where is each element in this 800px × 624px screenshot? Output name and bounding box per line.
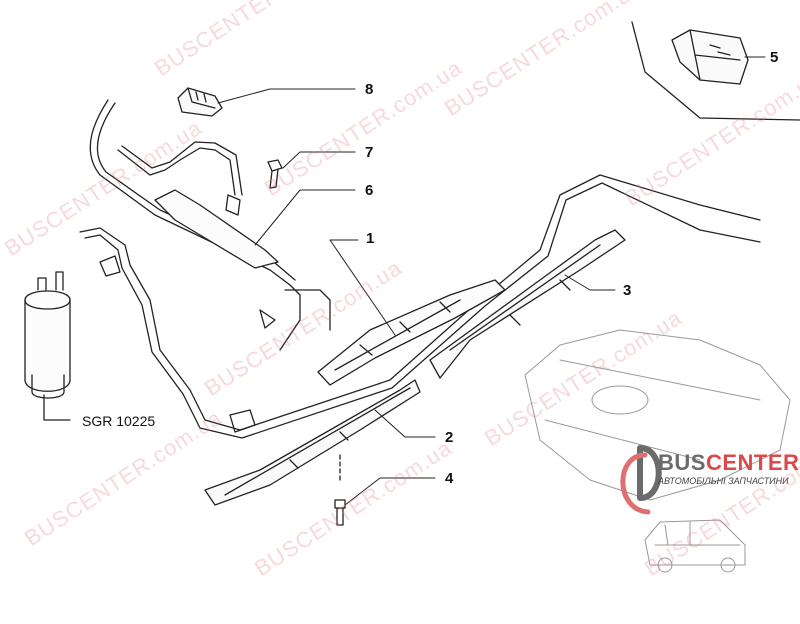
logo-brand-b: CENTER <box>705 450 800 475</box>
fuel-filter <box>24 271 71 421</box>
bolt-part-4 <box>334 499 346 526</box>
callout-2: 2 <box>445 429 454 446</box>
callout-3: 3 <box>623 282 632 299</box>
bracket-part-3 <box>429 229 626 379</box>
bracket-part-2 <box>204 379 421 506</box>
van-sketch <box>644 519 746 573</box>
logo-brand-a: BUS <box>658 450 706 475</box>
logo-subtitle: АВТОМОБІЛЬНІ ЗАПЧАСТИНИ <box>658 476 789 486</box>
fuel-pipes-part-1 <box>79 174 761 439</box>
inset-border <box>631 21 800 121</box>
logo-mark <box>620 445 662 515</box>
clip-part-5 <box>671 29 749 85</box>
callout-7: 7 <box>365 144 374 161</box>
callout-4: 4 <box>445 470 454 487</box>
callout-8: 8 <box>365 81 374 98</box>
clip-part-8 <box>177 87 223 117</box>
fuel-tank <box>524 329 791 501</box>
part-code-label: SGR 10225 <box>82 413 156 429</box>
callout-5: 5 <box>770 49 779 66</box>
callout-1: 1 <box>366 230 375 247</box>
callout-6: 6 <box>365 182 374 199</box>
bolt-part-7 <box>267 159 283 189</box>
buscenter-logo: BUSCENTER АВТОМОБІЛЬНІ ЗАПЧАСТИНИ <box>622 440 800 500</box>
leader-lines <box>217 56 766 506</box>
fuel-lines-part-6 <box>89 99 331 351</box>
